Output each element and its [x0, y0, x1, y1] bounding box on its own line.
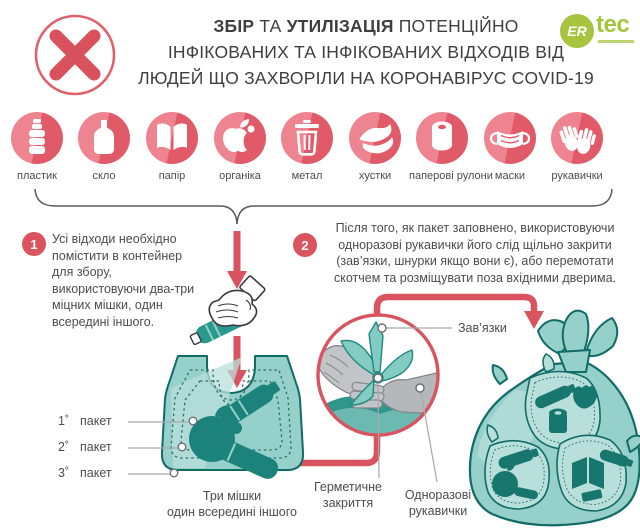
- waste-item-tissues: хустки: [342, 112, 408, 182]
- paper-roll-icon: [416, 112, 468, 164]
- bag-layer-label-3: 3˚пакет: [58, 466, 112, 480]
- gloves-icon: [551, 112, 603, 164]
- waste-label: метал: [291, 170, 323, 182]
- waste-item-paper-rolls: паперові рулони: [409, 112, 493, 182]
- nested-bags-illustration: [160, 355, 305, 479]
- title-line-1: ЗБІР ТА УТИЛІЗАЦІЯ ПОТЕНЦІЙНО: [213, 16, 519, 36]
- three-bags-caption: Три мішки один всередині іншого: [167, 489, 297, 519]
- step-2-badge: 2: [293, 233, 317, 257]
- brace: [34, 188, 613, 225]
- logo-wordmark: tec: [596, 11, 630, 38]
- step-1-text: Усі відходи необхідно помістити в контей…: [52, 232, 195, 329]
- trash-can-icon: [281, 112, 333, 164]
- ertec-logo: ER tec: [560, 11, 638, 51]
- waste-item-organic: органіка: [207, 112, 273, 182]
- plastic-bottle-icon: [11, 112, 63, 164]
- ties-label: Зав’язки: [458, 321, 507, 335]
- waste-label: пластик: [17, 170, 57, 182]
- apple-core-icon: [214, 112, 266, 164]
- waste-item-masks: маски: [477, 112, 543, 182]
- waste-label: органіка: [219, 170, 261, 182]
- glass-bottle-icon: [78, 112, 130, 164]
- process-connector: [292, 293, 544, 467]
- waste-item-gloves: рукавички: [544, 112, 610, 182]
- waste-silhouettes: [189, 381, 280, 479]
- waste-label: хустки: [358, 170, 392, 182]
- bag-layer-label-2: 2˚пакет: [58, 440, 112, 454]
- bag-layer-pointers: [128, 416, 198, 478]
- arrow-down-icon: [227, 231, 247, 289]
- step-2-text: Після того, як пакет заповнено, використ…: [333, 221, 617, 285]
- waste-item-paper: папір: [139, 112, 205, 182]
- logo-tagline-bar: [598, 40, 634, 43]
- face-mask-icon: [484, 112, 536, 164]
- waste-label: скло: [92, 170, 116, 182]
- title-line-2: ІНФІКОВАНИХ ТА ІНФІКОВАНИХ ВІДХОДІВ ВІД: [167, 42, 565, 62]
- waste-item-glass: скло: [71, 112, 137, 182]
- hand-dropping-bottle: [189, 275, 266, 346]
- waste-item-metal: метал: [274, 112, 340, 182]
- disposable-gloves-label: Одноразові рукавички: [404, 488, 472, 518]
- bag-layer-label-1: 1˚пакет: [58, 414, 112, 428]
- closeup-pointers: [373, 323, 452, 483]
- page-title: ЗБІР ТА УТИЛІЗАЦІЯ ПОТЕНЦІЙНО ІНФІКОВАНИ…: [110, 13, 622, 91]
- step-1-badge: 1: [22, 232, 46, 256]
- logo-circle: ER: [560, 14, 594, 48]
- waste-label: рукавички: [551, 170, 603, 182]
- waste-item-plastic: пластик: [4, 112, 70, 182]
- tied-bag-illustration: [468, 309, 640, 527]
- tissues-icon: [349, 112, 401, 164]
- title-line-3: ЛЮДЕЙ ЩО ЗАХВОРІЛИ НА КОРОНАВІРУС COVID-…: [138, 68, 594, 88]
- open-book-icon: [146, 112, 198, 164]
- no-mixing-icon: [34, 14, 116, 96]
- waste-label: папір: [158, 170, 186, 182]
- seal-label: Герметичне закриття: [313, 480, 383, 510]
- waste-label: паперові рулони: [409, 170, 493, 182]
- waste-label: маски: [494, 170, 526, 182]
